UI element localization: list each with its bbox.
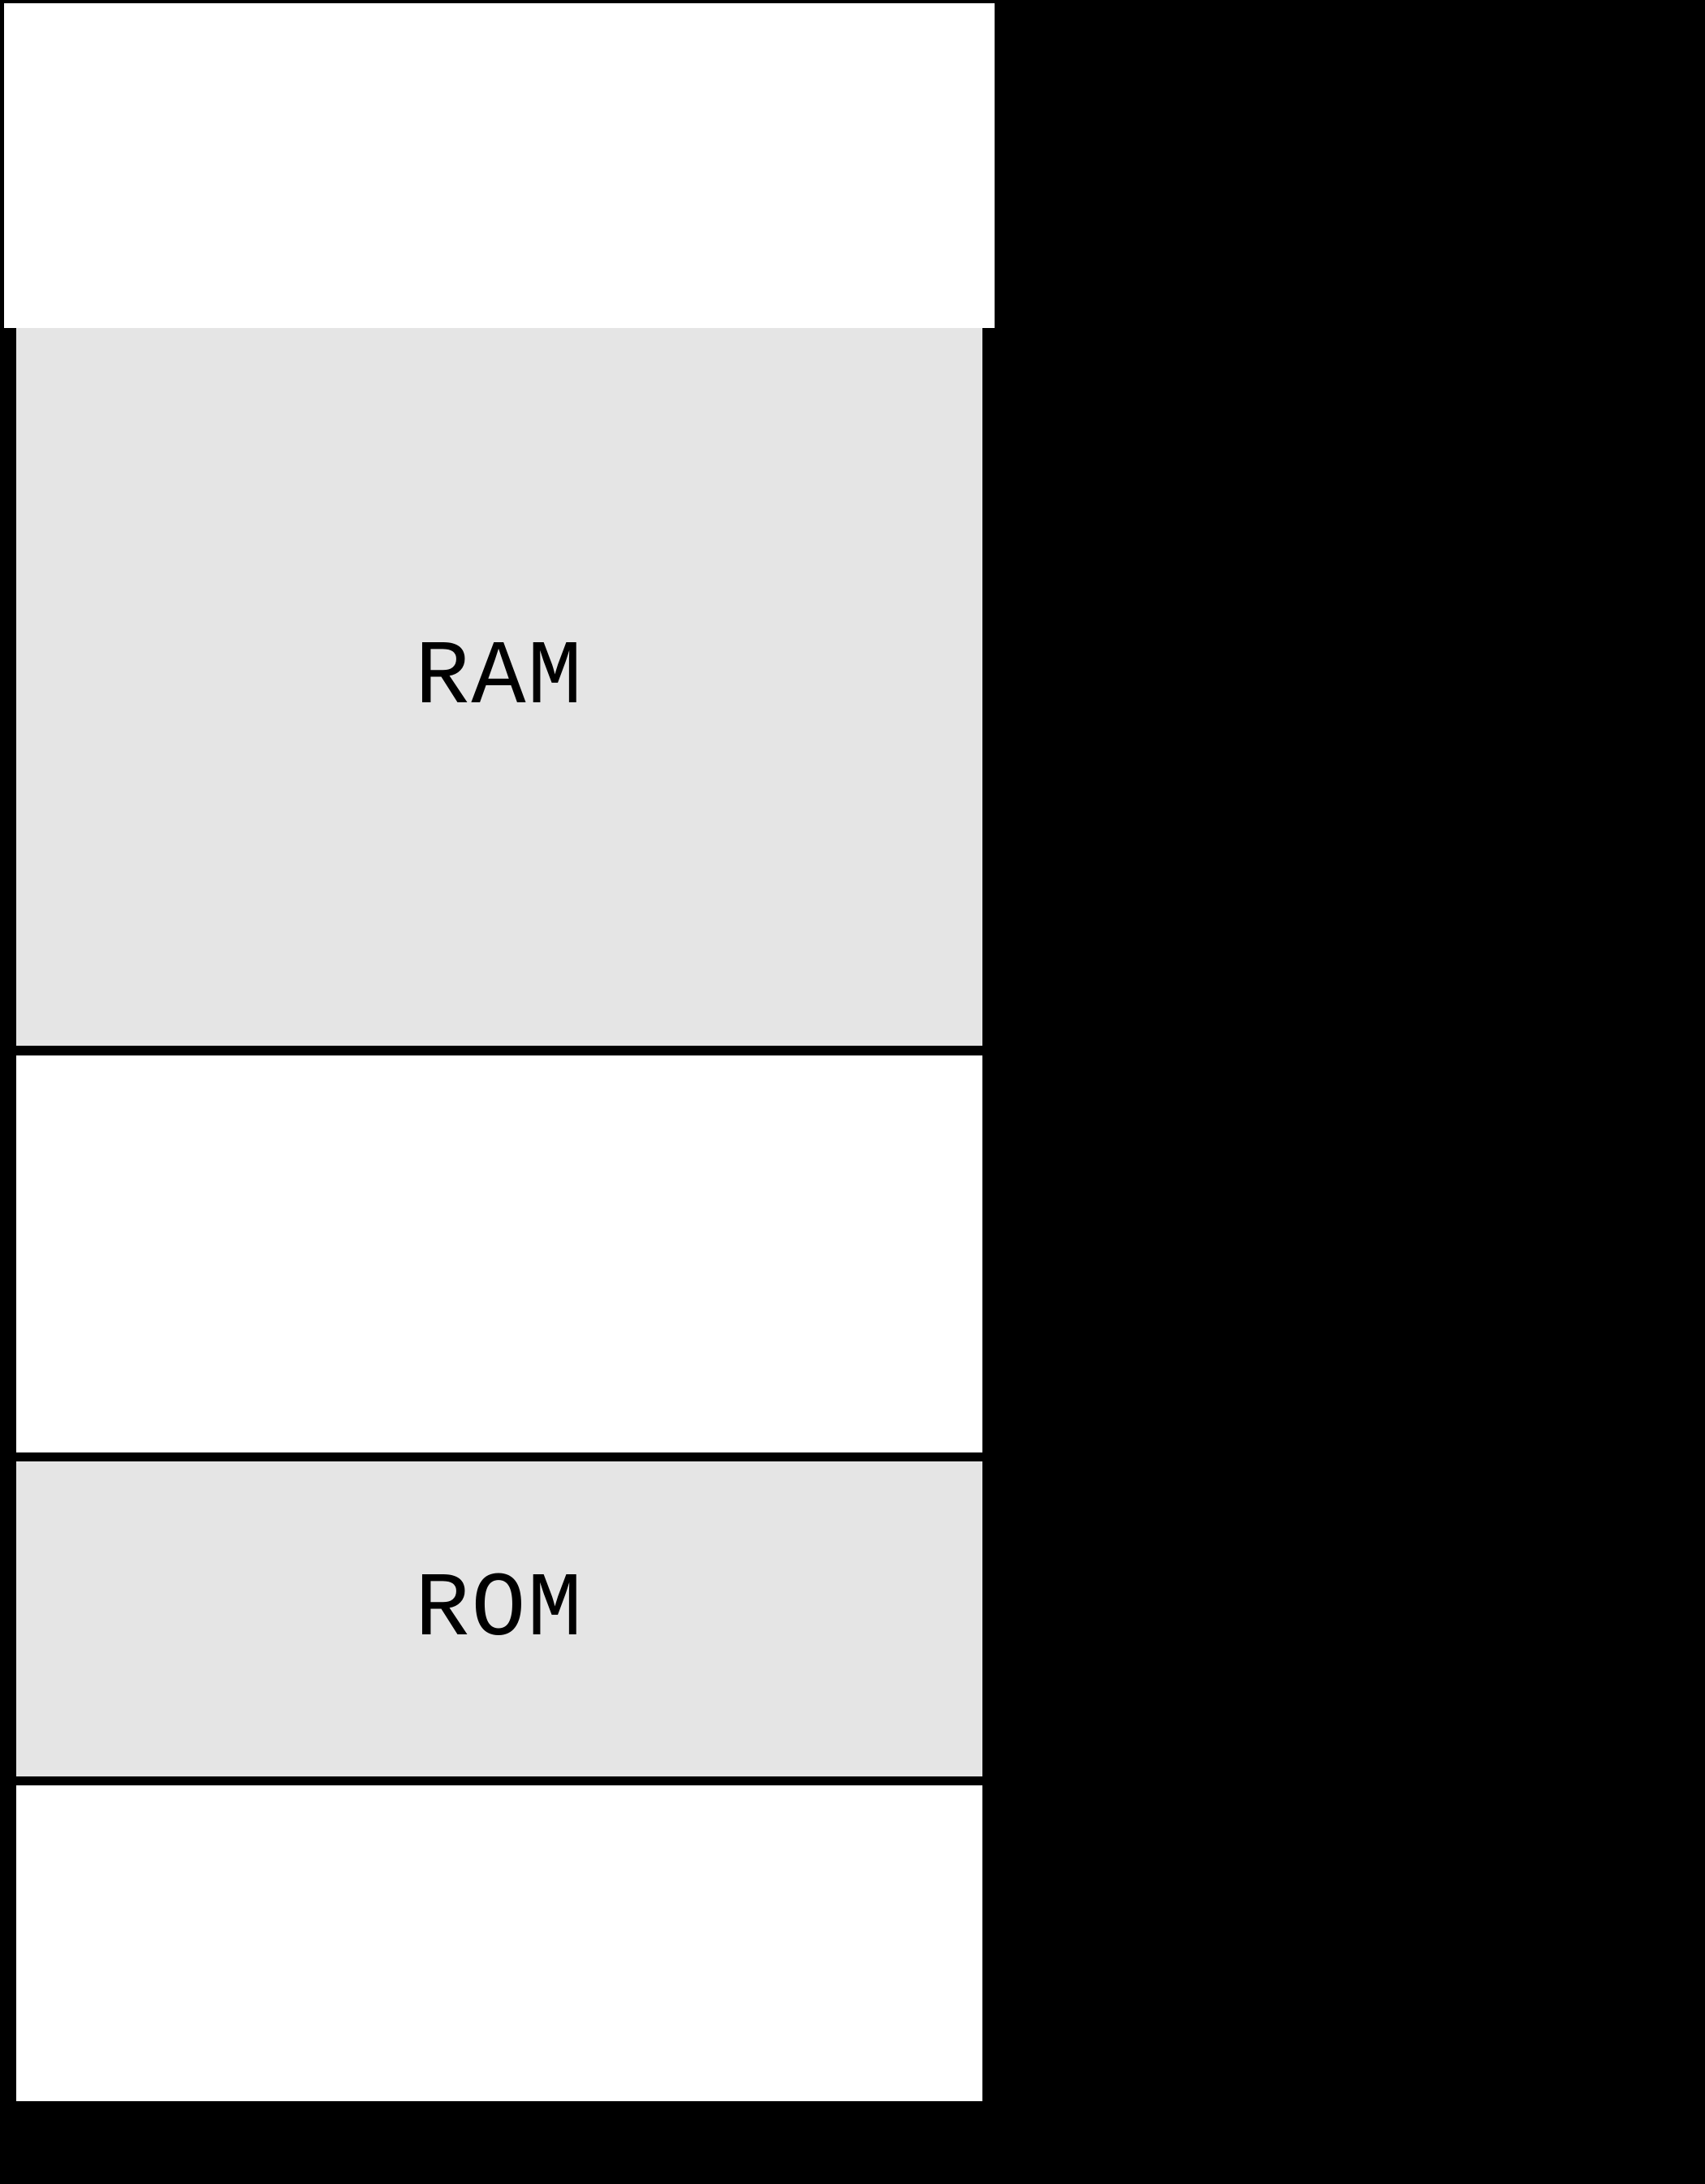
memory-region-top-box bbox=[4, 3, 995, 328]
rom-label: ROM bbox=[415, 1559, 584, 1662]
memory-region-ram-box: RAM bbox=[16, 328, 982, 1046]
memory-region-rom-box: ROM bbox=[16, 1461, 982, 1776]
ram-label: RAM bbox=[415, 627, 584, 730]
memory-region-bottom-box bbox=[16, 1785, 982, 2101]
memory-region-middle-box bbox=[16, 1055, 982, 1452]
